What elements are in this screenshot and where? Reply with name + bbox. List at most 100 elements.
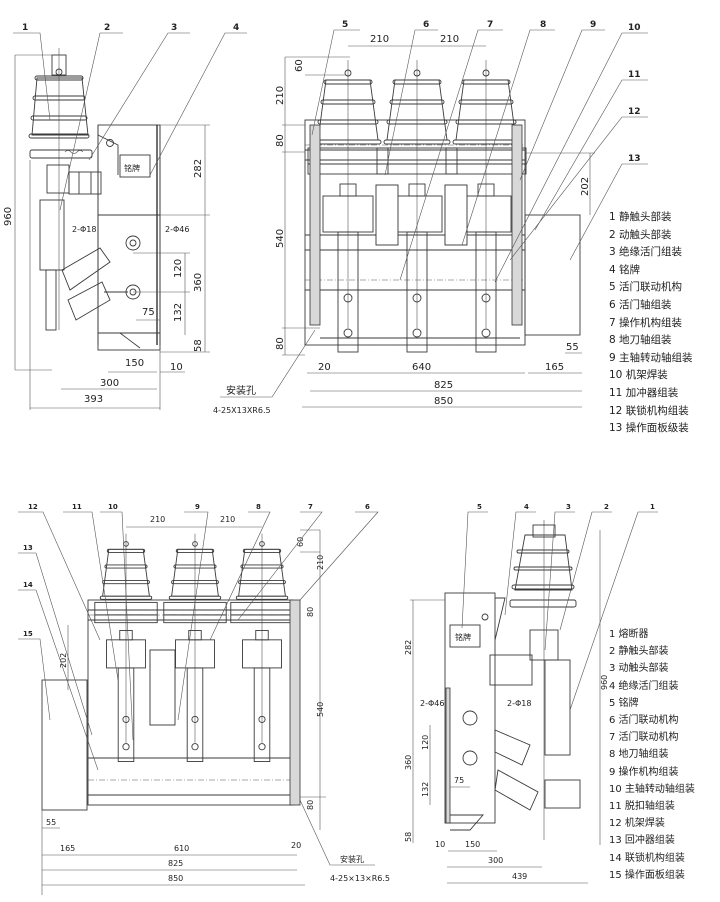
svg-text:8: 8 <box>256 503 261 511</box>
dim-75: 75 <box>142 307 155 318</box>
svg-text:6: 6 <box>423 20 429 30</box>
dim-850: 850 <box>434 396 453 407</box>
dim-55: 55 <box>566 342 579 353</box>
dim-132: 132 <box>173 303 184 322</box>
svg-text:11: 11 <box>628 70 641 80</box>
dim-210-v: 210 <box>275 86 286 105</box>
b-mount-hole-label: 安装孔 <box>340 854 364 864</box>
dim-393: 393 <box>84 394 103 405</box>
callout-11: 11 <box>63 503 119 681</box>
svg-text:9: 9 <box>590 20 596 30</box>
dim-300: 300 <box>100 378 119 389</box>
legend-item: 2 动触头部装 <box>609 228 672 241</box>
callout-6: 6 <box>384 20 438 176</box>
legend-item: 7 操作机构组装 <box>609 316 683 329</box>
dim-165: 165 <box>545 362 564 373</box>
callout-1: 1 <box>22 23 28 33</box>
legend-item: 6 活门联动机构 <box>609 715 679 727</box>
dim-b-360: 360 <box>404 755 413 770</box>
svg-text:10: 10 <box>108 503 118 511</box>
dim-b-165: 165 <box>60 844 75 853</box>
svg-text:5: 5 <box>342 20 348 30</box>
dim-640: 640 <box>412 362 431 373</box>
svg-text:5: 5 <box>477 503 482 511</box>
legend-item: 9 操作机构组装 <box>609 766 679 778</box>
dim-pitch-2: 210 <box>440 34 459 45</box>
legend-item: 8 地刀轴组装 <box>609 749 669 761</box>
dim-b-pitch-1: 210 <box>150 515 165 524</box>
dim-b-850: 850 <box>168 874 183 883</box>
dim-150: 150 <box>125 358 144 369</box>
dim-b-20: 20 <box>291 841 301 850</box>
legend-item: 4 绝缘活门组装 <box>609 680 679 692</box>
dim-hole-small: 2-Φ18 <box>72 225 96 234</box>
dim-pitch-1: 210 <box>370 34 389 45</box>
dim-b-80: 80 <box>306 607 315 617</box>
legend-item: 11 脱扣轴组装 <box>609 801 675 813</box>
legend-item: 14 联锁机构组装 <box>609 852 685 864</box>
dim-b-height-total: 960 <box>600 675 609 690</box>
callout-8: 8 <box>209 503 271 641</box>
callout-10: 10 <box>494 23 648 283</box>
callout-14: 14 <box>18 581 99 771</box>
legend-item: 7 活门联动机构 <box>609 732 679 744</box>
top-front-view: 210 210 60 210 80 540 80 202 20 640 165 … <box>213 34 595 415</box>
dim-b-150: 150 <box>465 840 480 849</box>
dim-10: 10 <box>170 362 183 373</box>
svg-text:14: 14 <box>23 581 33 589</box>
callout-11: 11 <box>534 70 648 231</box>
dim-hole-large: 2-Φ46 <box>165 225 189 234</box>
dim-360: 360 <box>193 273 204 292</box>
dim-b-55: 55 <box>46 818 56 827</box>
dim-b-top-60: 60 <box>296 537 305 547</box>
callout-8: 8 <box>461 20 555 246</box>
dim-825: 825 <box>434 380 453 391</box>
svg-text:6: 6 <box>365 503 370 511</box>
callout-9: 9 <box>177 503 209 721</box>
dim-b-210-v: 210 <box>316 555 325 570</box>
legend-item: 15 操作面板组装 <box>609 869 685 881</box>
legend-item: 5 活门联动机构 <box>609 281 683 294</box>
callout-5: 5 <box>461 503 488 629</box>
legend-item: 9 主轴转动轴组装 <box>609 351 693 364</box>
callout-4: 4 <box>504 503 536 616</box>
insulator-phase-2 <box>376 60 458 353</box>
dim-top-60: 60 <box>294 59 305 72</box>
dim-b-hole-small: 2-Φ18 <box>507 699 531 708</box>
dim-b-58: 58 <box>404 832 413 842</box>
dim-b-panel-height: 282 <box>404 640 413 655</box>
callout-4: 4 <box>233 23 239 33</box>
dim-b-80-bottom: 80 <box>306 800 315 810</box>
dim-b-610: 610 <box>174 844 189 853</box>
dim-b-202: 202 <box>59 653 68 668</box>
svg-text:9: 9 <box>195 503 200 511</box>
legend-item: 5 铭牌 <box>609 697 639 709</box>
legend-item: 13 回冲器组装 <box>609 835 675 847</box>
legend-item: 10 主轴转动轴组装 <box>609 783 695 795</box>
legend-item: 11 加冲器组装 <box>609 386 679 399</box>
mount-hole-label: 安装孔 <box>226 384 256 397</box>
svg-text:1: 1 <box>650 503 655 511</box>
b-mount-hole-spec: 4-25×13×R6.5 <box>330 874 390 883</box>
callout-5: 5 <box>311 20 360 136</box>
dim-b-540: 540 <box>316 702 325 717</box>
legend-item: 3 动触头部装 <box>609 663 669 675</box>
callout-2: 2 <box>559 503 612 631</box>
callout-3: 3 <box>171 23 177 33</box>
svg-text:4: 4 <box>524 503 529 511</box>
svg-text:2: 2 <box>604 503 609 511</box>
dim-120: 120 <box>173 259 184 278</box>
dim-202: 202 <box>580 177 591 196</box>
insulator-phase-1 <box>307 60 389 353</box>
insulator-phase-3 <box>230 533 294 762</box>
callout-12: 12 <box>509 107 648 261</box>
dim-b-300: 300 <box>488 856 503 865</box>
callout-7: 7 <box>237 503 323 621</box>
nameplate-label: 铭牌 <box>124 163 140 173</box>
callout-13: 13 <box>18 544 93 736</box>
callout-1: 1 <box>569 503 658 711</box>
svg-text:15: 15 <box>23 630 33 638</box>
